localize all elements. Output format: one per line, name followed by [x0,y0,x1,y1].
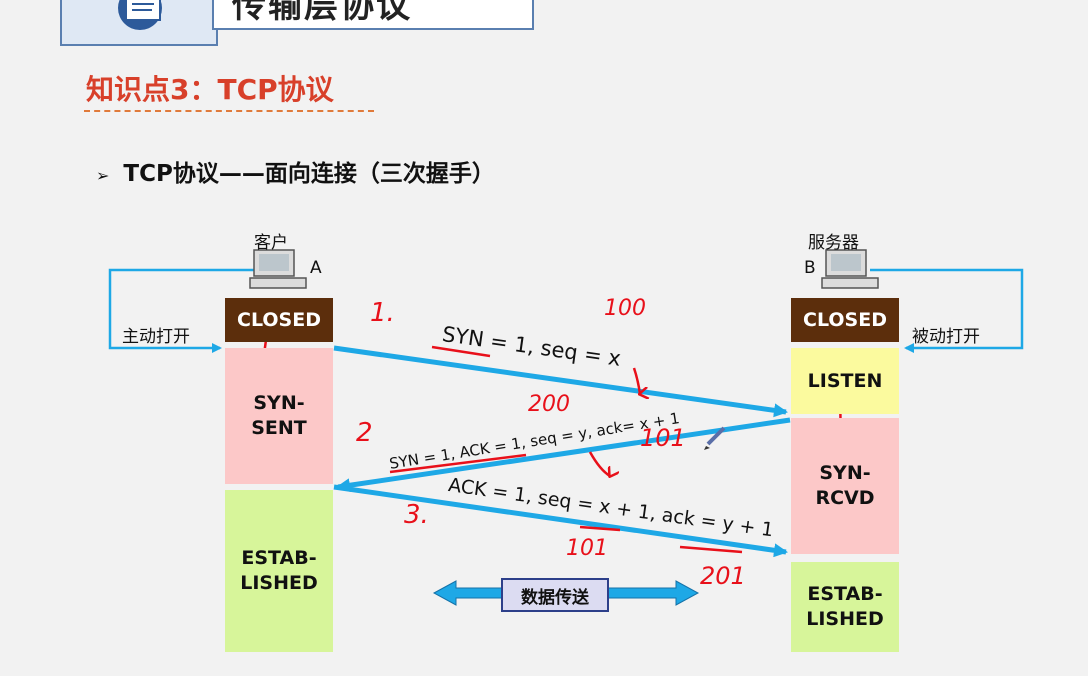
client-id: A [310,258,322,278]
header-icon-panel [60,0,218,46]
document-icon [118,0,162,30]
red-underline-syn [431,345,491,358]
annotation-step-2: 2 [356,418,373,448]
header-title-box [212,0,534,30]
annotation-101-a: 101 [640,424,686,452]
server-open-connector [870,268,1024,353]
red-arrow-ack [588,451,610,476]
client-open-connector [108,268,262,353]
server-state-syn-rcvd: SYN- RCVD [791,418,899,554]
passive-open-label: 被动打开 [912,327,980,347]
server-label: 服务器 [808,233,859,253]
data-transfer-label: 数据传送 [501,578,609,612]
red-arrow-seq [632,367,640,394]
page-title: 传输层协议 [232,0,412,26]
annotation-200: 200 [528,392,570,417]
server-id: B [804,258,816,278]
server-state-closed: CLOSED [791,298,899,342]
heading-underline [84,110,374,112]
client-state-closed: CLOSED [225,298,333,342]
red-underline-syn-ack [389,453,527,474]
annotation-101-b: 101 [566,536,608,561]
knowledge-point-heading: 知识点3：TCP协议 [86,73,334,106]
active-open-label: 主动打开 [122,327,190,347]
client-state-syn-sent: SYN- SENT [225,348,333,484]
subtitle-text: TCP协议——面向连接（三次握手） [123,161,495,187]
client-state-established: ESTAB- LISHED [225,490,333,652]
ack-arrow [333,484,788,558]
client-computer-icon [249,249,307,289]
syn-ack-arrow [336,417,791,493]
annotation-201: 201 [700,562,746,590]
section-subtitle: ➢ TCP协议——面向连接（三次握手） [96,154,495,188]
annotation-100: 100 [604,296,646,321]
syn-arrow [333,345,788,418]
server-computer-icon [821,249,879,289]
red-underline-ack [679,545,743,554]
bullet-arrow-icon: ➢ [96,166,110,185]
red-underline-seq [579,525,621,532]
server-state-listen: LISTEN [791,348,899,414]
client-label: 客户 [254,233,288,253]
annotation-step-1: 1. [370,298,395,328]
server-state-established: ESTAB- LISHED [791,562,899,652]
annotation-step-3: 3. [404,500,429,530]
pencil-icon [704,426,726,450]
